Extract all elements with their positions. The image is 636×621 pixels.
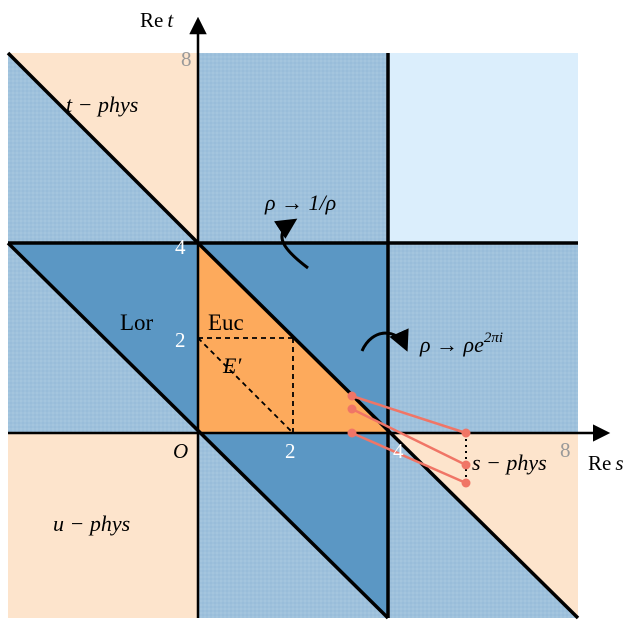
diagonal-upper [6,51,200,245]
euc-label: Euc [208,310,244,335]
lor-label: Lor [120,310,154,335]
e-prime-dash-diagonal [197,337,294,434]
monodromy-arrow-icon [360,328,409,352]
mapping-lines [351,394,467,485]
e-prime-label: E′ [222,353,242,378]
t-phys-label: t − phys [66,92,138,117]
x-tick-8: 8 [560,438,571,462]
origin-label: O [173,439,188,463]
u-phys-region [8,433,198,618]
diagonal-main [196,241,580,620]
s-phys-label: s − phys [472,450,547,475]
y-tick-8: 8 [181,47,192,71]
u-phys-label: u − phys [53,511,130,536]
mapping-points [347,391,471,488]
x-tick-4: 4 [393,439,404,463]
inversion-label: ρ → 1/ρ [264,190,336,215]
upper-right-region [388,53,578,243]
monodromy-label: ρ → ρe2πi [419,330,503,357]
y-tick-4: 4 [175,235,186,259]
y-tick-2: 2 [175,328,186,352]
x-tick-2: 2 [285,439,296,463]
inversion-arrow-icon [273,218,309,270]
